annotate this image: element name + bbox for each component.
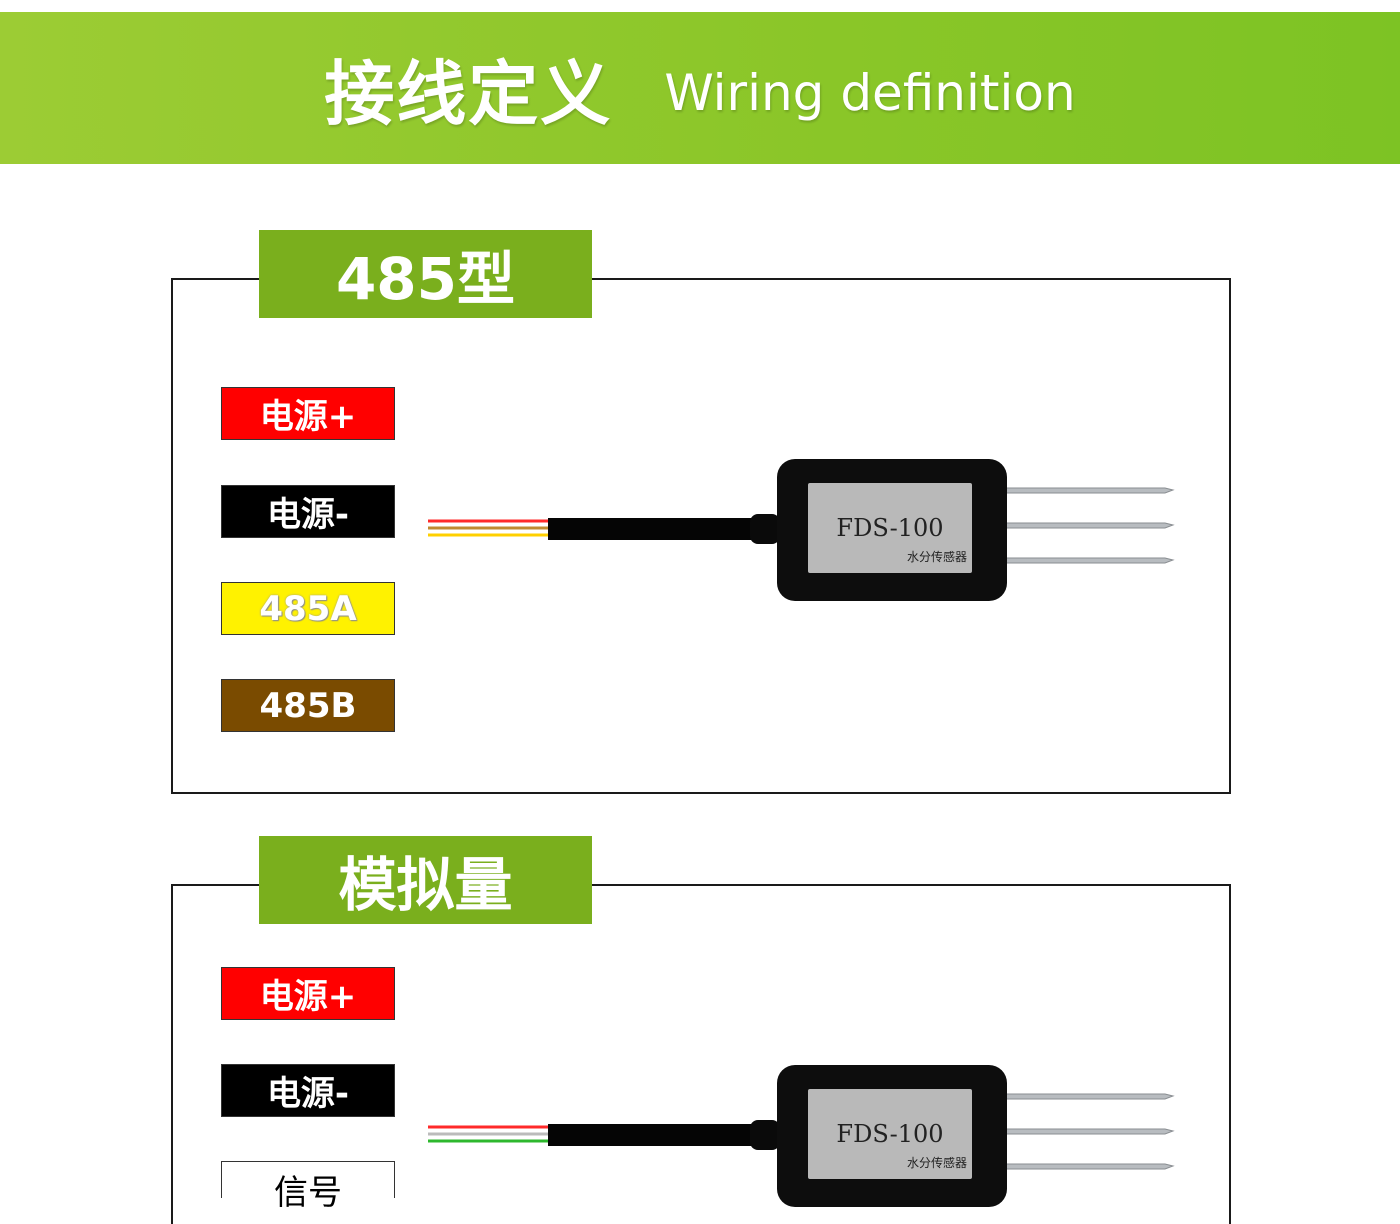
wire-label-power-negative-analog: 电源- [221, 1064, 395, 1117]
section-485-panel [171, 278, 1231, 794]
wire-strands-analog [428, 1125, 550, 1143]
cable-grommet [750, 514, 780, 544]
sensor-illustration-485: FDS-100 水分传感器 [428, 459, 1175, 601]
wire-strands [428, 519, 550, 537]
wire-label-power-positive-analog: 电源+ [221, 967, 395, 1020]
cable-grommet [750, 1120, 780, 1150]
section-analog-title: 模拟量 [259, 836, 592, 924]
wire-label-power-positive: 电源+ [221, 387, 395, 440]
sensor-label-plate [808, 483, 972, 573]
cable [548, 518, 758, 540]
wire-label-signal: 信号 [221, 1161, 395, 1213]
section-analog-panel [171, 884, 1231, 1224]
wire-label-485b: 485B [221, 679, 395, 732]
header-title-cn: 接线定义 [324, 52, 613, 135]
sensor-name-text: 水分传感器 [907, 1155, 967, 1170]
sensor-illustration-analog: FDS-100 水分传感器 [428, 1065, 1175, 1207]
wire-label-485a: 485A [221, 582, 395, 635]
header-title-en: Wiring definition [664, 64, 1076, 122]
section-485-title: 485型 [259, 230, 592, 318]
page-header: 接线定义 Wiring definition [0, 12, 1400, 164]
sensor-model-text: FDS-100 [836, 1120, 943, 1148]
sensor-label-plate [808, 1089, 972, 1179]
sensor-probes [1004, 487, 1175, 564]
sensor-model-text: FDS-100 [836, 514, 943, 542]
wire-label-power-negative: 电源- [221, 485, 395, 538]
cable [548, 1124, 758, 1146]
sensor-probes [1004, 1093, 1175, 1170]
sensor-name-text: 水分传感器 [907, 549, 967, 564]
